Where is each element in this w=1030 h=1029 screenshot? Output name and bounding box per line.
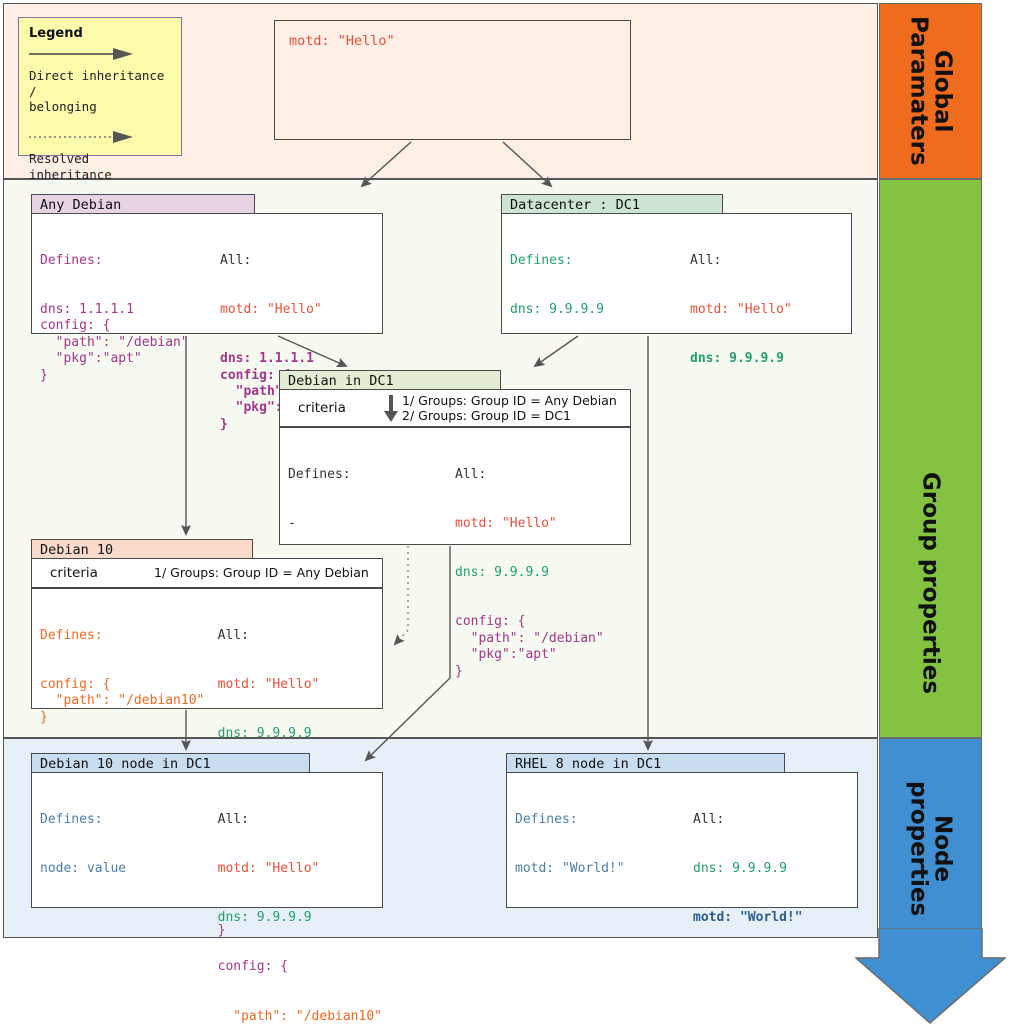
any-debian-defines-body: dns: 1.1.1.1 config: { "path": "/debian"… <box>40 302 189 383</box>
group-box-debian-in-dc1[interactable]: Debian in DC1 criteria 1/ Groups: Group … <box>279 370 631 679</box>
rhel-8-node-all-dns: dns: 9.9.9.9 <box>693 861 787 877</box>
debian-in-dc1-all-motd: motd: "Hello" <box>455 516 557 532</box>
debian-in-dc1-title: Debian in DC1 <box>279 370 501 390</box>
debian-in-dc1-criteria-label: criteria <box>298 400 346 416</box>
debian-10-node-defines-header: Defines: <box>40 811 103 827</box>
debian-10-criteria-row: criteria 1/ Groups: Group ID = Any Debia… <box>31 558 383 588</box>
debian-in-dc1-all-header: All: <box>455 466 487 482</box>
legend-solid-label: Direct inheritance / belonging <box>29 68 165 115</box>
any-debian-all-header: All: <box>220 252 252 268</box>
debian-10-all-config-close: } <box>217 923 226 939</box>
debian-10-node-all-config-open: config: { <box>217 959 289 975</box>
datacenter-dc1-title: Datacenter : DC1 <box>501 194 723 214</box>
debian-10-all-dns: dns: 9.9.9.9 <box>217 726 312 742</box>
solid-arrow-icon <box>29 48 133 60</box>
debian-10-criteria-list: 1/ Groups: Group ID = Any Debian <box>154 565 369 581</box>
debian-10-defines-body: config: { "path": "/debian10" } <box>40 677 205 725</box>
legend: Legend Direct inheritance / belonging Re… <box>18 17 182 182</box>
global-motd-code: motd: "Hello" <box>289 33 395 49</box>
debian-10-defines-header: Defines: <box>40 627 103 643</box>
debian-in-dc1-criteria-row: criteria 1/ Groups: Group ID = Any Debia… <box>279 389 631 427</box>
legend-dotted-label: Resolved inheritance <box>29 150 112 182</box>
dc1-all-dns: dns: 9.9.9.9 <box>690 351 784 367</box>
dc1-all-header: All: <box>690 252 722 268</box>
debian-10-node-all-config-path: "path": "/debian10" <box>217 1008 382 1024</box>
debian-in-dc1-criteria-list: 1/ Groups: Group ID = Any Debian 2/ Grou… <box>402 392 617 424</box>
any-debian-all-motd: motd: "Hello" <box>220 302 322 318</box>
rail-node-label: Node properties <box>905 781 956 917</box>
global-parameters-box: motd: "Hello" <box>274 20 631 140</box>
debian-10-all-motd: motd: "Hello" <box>217 677 320 693</box>
debian-in-dc1-all-config: config: { "path": "/debian" "pkg":"apt" … <box>455 614 604 679</box>
rail-group-label: Group properties <box>917 472 944 695</box>
debian-10-node-all-dns: dns: 9.9.9.9 <box>217 910 312 926</box>
any-debian-title: Any Debian <box>31 194 255 214</box>
rail-global-parameters: Global Paramaters <box>879 3 982 179</box>
debian-10-node-all-motd: motd: "Hello" <box>217 861 320 877</box>
debian-10-criteria-label: criteria <box>50 565 98 581</box>
rail-group-properties: Group properties <box>879 179 982 738</box>
debian-in-dc1-all-dns: dns: 9.9.9.9 <box>455 565 549 581</box>
group-box-any-debian[interactable]: Any Debian Defines: dns: 1.1.1.1 config:… <box>31 194 383 432</box>
debian-10-node-title: Debian 10 node in DC1 <box>31 753 310 773</box>
node-box-debian-10-node-in-dc1[interactable]: Debian 10 node in DC1 Defines: node: val… <box>31 753 383 1024</box>
dotted-arrow-icon <box>29 130 133 143</box>
criteria-down-arrow-icon <box>384 395 398 422</box>
dc1-defines-body: dns: 9.9.9.9 <box>510 302 604 318</box>
rail-global-label: Global Paramaters <box>905 16 956 166</box>
debian-10-title: Debian 10 <box>31 539 253 559</box>
group-box-datacenter-dc1[interactable]: Datacenter : DC1 Defines: dns: 9.9.9.9 A… <box>501 194 852 366</box>
debian-in-dc1-defines-header: Defines: <box>288 466 351 482</box>
rhel-8-node-all-motd: motd: "World!" <box>693 910 803 926</box>
group-box-debian-10[interactable]: Debian 10 criteria 1/ Groups: Group ID =… <box>31 539 383 938</box>
rhel-8-node-all-header: All: <box>693 811 725 827</box>
rhel-8-node-defines-header: Defines: <box>515 811 578 827</box>
dc1-all-motd: motd: "Hello" <box>690 302 792 318</box>
rail-node-properties: Node properties <box>879 738 982 930</box>
any-debian-defines-header: Defines: <box>40 252 103 268</box>
debian-10-node-all-header: All: <box>217 811 249 827</box>
debian-10-all-header: All: <box>217 627 249 643</box>
legend-title: Legend <box>29 26 83 41</box>
down-arrow-icon <box>855 928 1006 1024</box>
rhel-8-node-defines-body: motd: "World!" <box>515 861 625 877</box>
rhel-8-node-title: RHEL 8 node in DC1 <box>506 753 785 773</box>
node-box-rhel-8-node-in-dc1[interactable]: RHEL 8 node in DC1 Defines: motd: "World… <box>506 753 858 925</box>
debian-in-dc1-defines-body: - <box>288 516 296 532</box>
dc1-defines-header: Defines: <box>510 252 573 268</box>
debian-10-node-defines-body: node: value <box>40 861 127 877</box>
